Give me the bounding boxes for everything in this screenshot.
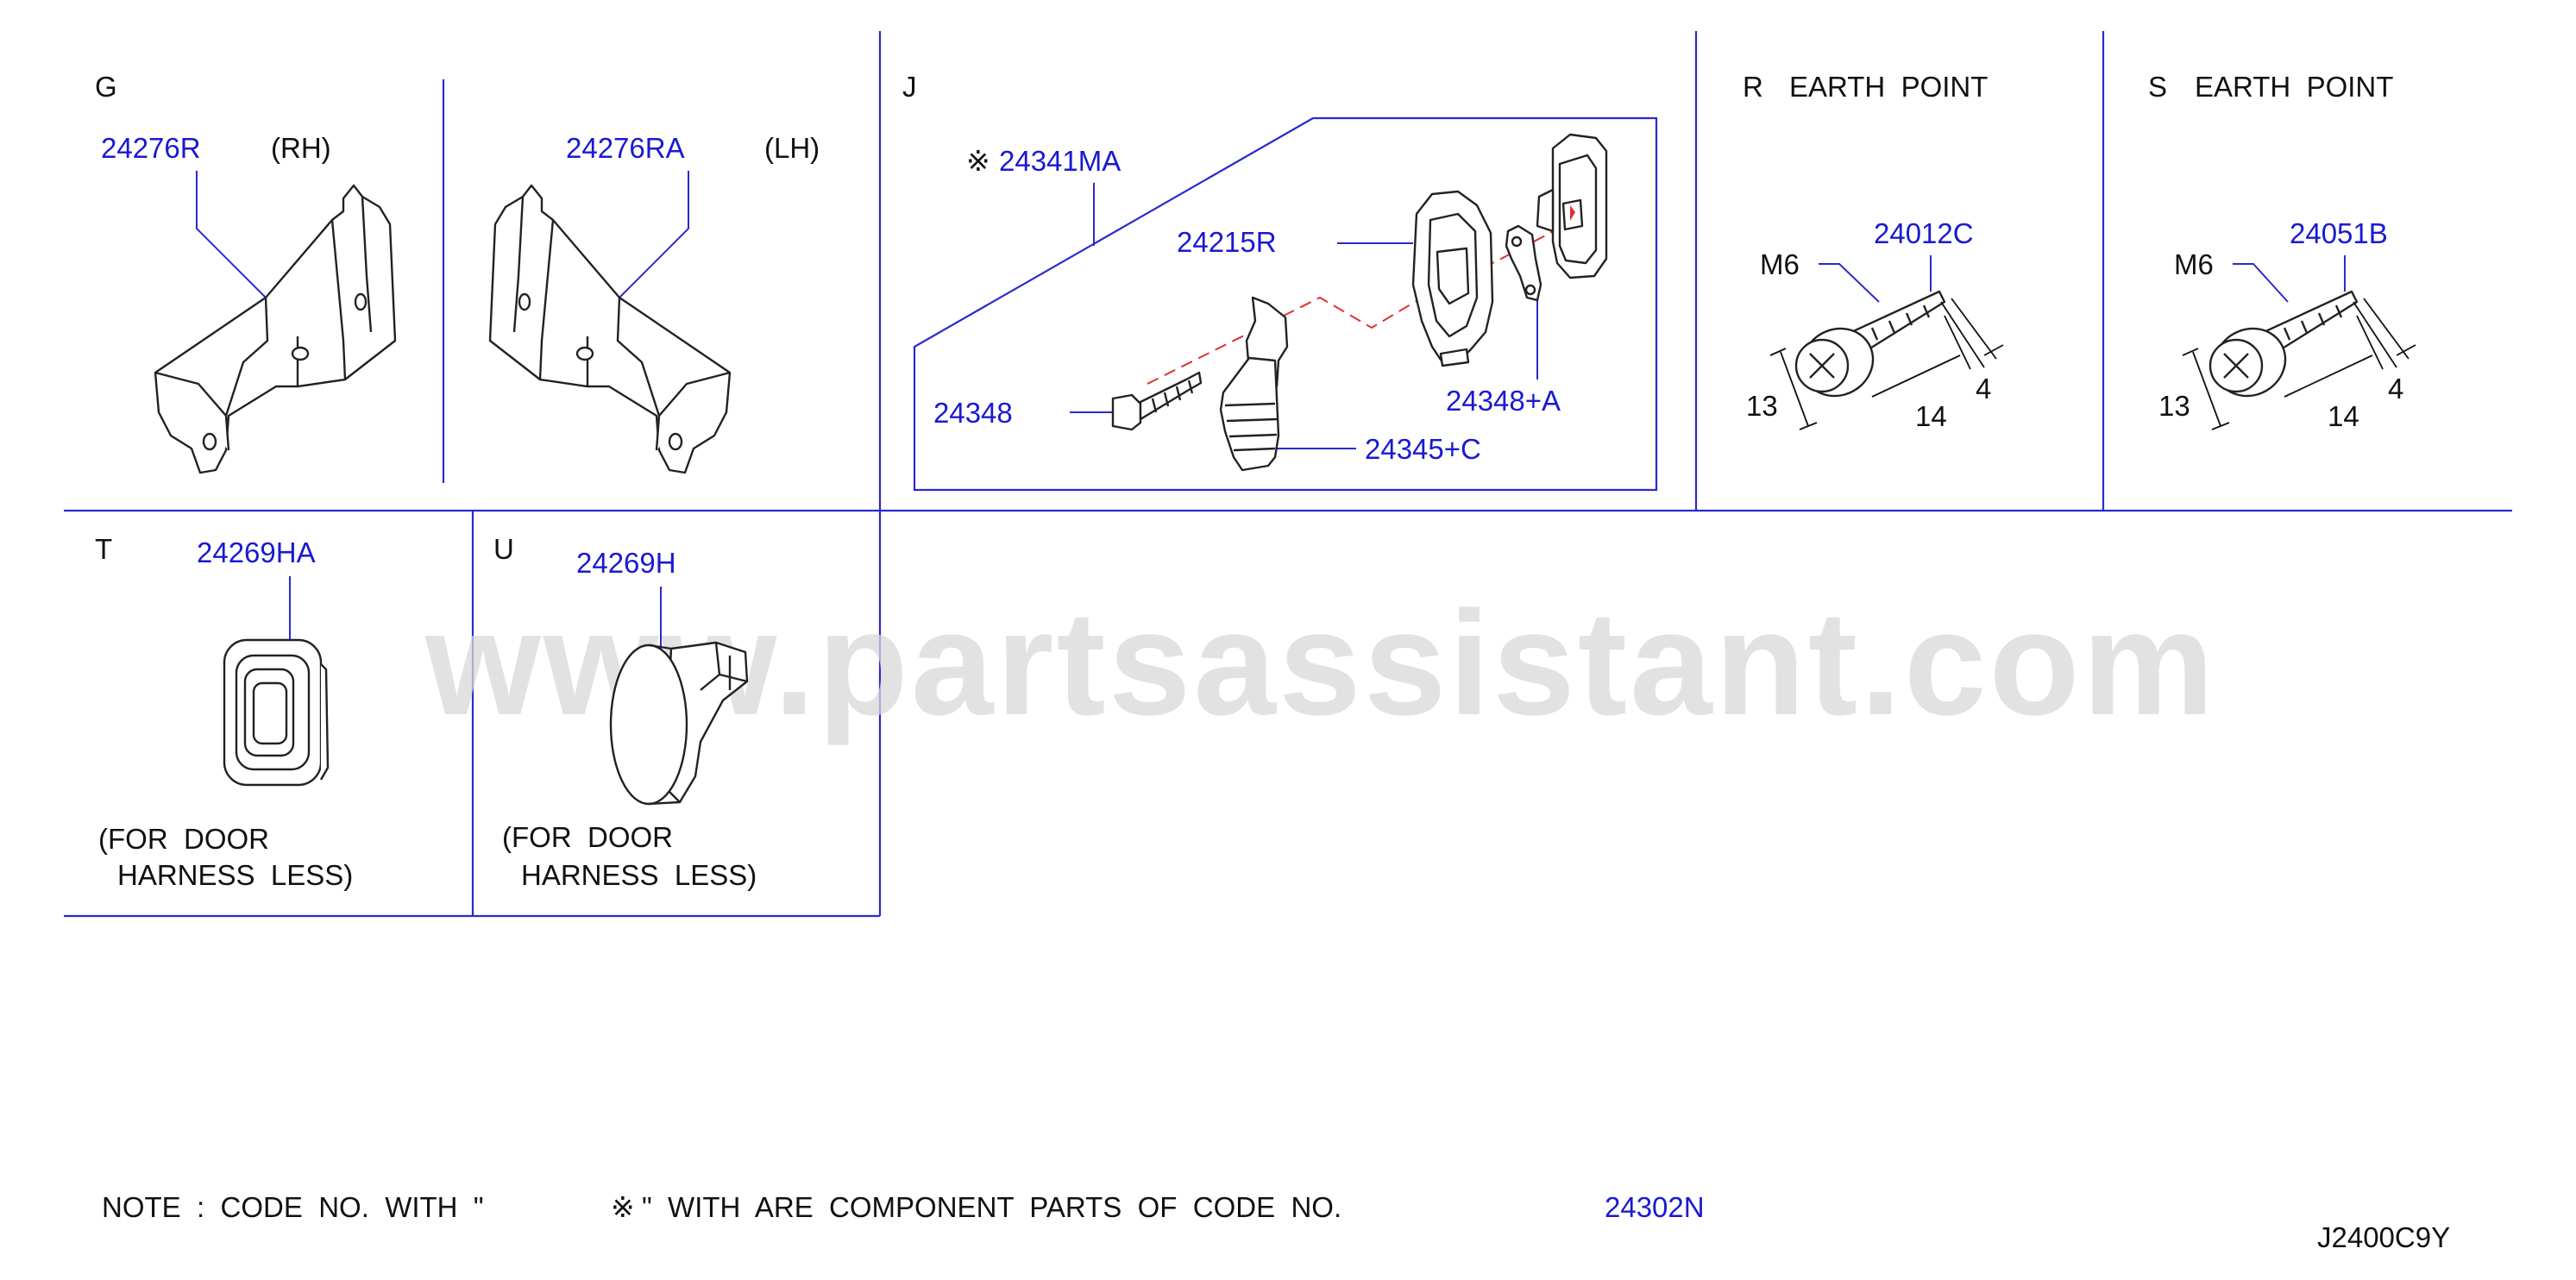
section-t-letter: T	[95, 533, 112, 565]
u-note-line1: (FOR DOOR	[502, 821, 673, 853]
bracket-lh-drawing	[488, 184, 732, 474]
r-dim-length: 14	[1915, 400, 1947, 432]
section-g: G 24276R (RH) 24276RA (LH)	[95, 71, 820, 474]
grommet-t-drawing	[223, 638, 330, 787]
part-link-24051B[interactable]: 24051B	[2290, 217, 2388, 249]
part-link-24348[interactable]: 24348	[933, 397, 1013, 429]
connector-holder-drawing	[1411, 190, 1494, 367]
earth-bolt-r-drawing	[1794, 290, 1946, 398]
footer-note-mark-icon: ※	[611, 1191, 635, 1223]
screw-drawing	[1111, 371, 1203, 431]
section-j-letter: J	[902, 71, 917, 103]
assembly-phantom-line	[1147, 222, 1571, 385]
section-s: S EARTH POINT M6 24051B 13 14 4	[2148, 71, 2416, 432]
s-dim-tip: 4	[2388, 373, 2403, 405]
r-thread-label: M6	[1760, 248, 1800, 280]
leader-24276RA	[619, 171, 689, 298]
part-link-24341MA[interactable]: 24341MA	[999, 145, 1121, 177]
r-dim-tip: 4	[1976, 373, 1991, 405]
part-link-24269HA[interactable]: 24269HA	[197, 536, 316, 568]
s-thread-label: M6	[2174, 248, 2214, 280]
section-u: U 24269H (FOR DOOR HARNESS LESS)	[493, 533, 757, 891]
section-g-letter: G	[95, 71, 117, 103]
rh-side-label: (RH)	[271, 132, 331, 164]
grommet-clip-drawing	[1219, 296, 1289, 472]
t-note-line1: (FOR DOOR	[98, 823, 269, 855]
section-s-letter: S	[2148, 71, 2167, 103]
part-link-24302N[interactable]: 24302N	[1605, 1191, 1705, 1223]
part-link-24348-plus-a[interactable]: 24348+A	[1446, 385, 1561, 417]
section-r-letter: R	[1743, 71, 1763, 103]
section-frame	[64, 31, 2512, 918]
footer-note-text-continued: " WITH ARE COMPONENT PARTS OF CODE NO.	[642, 1191, 1341, 1223]
diagram-id: J2400C9Y	[2317, 1221, 2450, 1253]
r-dim-head: 13	[1746, 390, 1778, 422]
section-t: T 24269HA (FOR DOOR HARNESS LESS)	[95, 533, 353, 891]
grommet-u-drawing	[609, 641, 749, 806]
part-link-24012C[interactable]: 24012C	[1874, 217, 1974, 249]
section-j: J ※ 24341MA 24215R 24348 24348+A 24345+C	[902, 71, 1608, 472]
section-u-letter: U	[493, 533, 514, 565]
s-dim-length: 14	[2328, 400, 2359, 432]
lh-side-label: (LH)	[764, 132, 820, 164]
r-dimensions	[1769, 298, 2004, 430]
s-dimensions	[2182, 298, 2416, 430]
u-note-line2: HARNESS LESS)	[521, 859, 757, 891]
bracket-rh-drawing	[154, 184, 397, 474]
leader-24276R	[196, 171, 267, 298]
r-thread-leader	[1819, 263, 1880, 303]
connector-drawing	[1536, 133, 1608, 279]
part-link-24215R[interactable]: 24215R	[1177, 226, 1277, 258]
part-link-24269H[interactable]: 24269H	[576, 547, 676, 579]
part-link-24276RA[interactable]: 24276RA	[566, 132, 685, 164]
s-thread-leader	[2233, 263, 2289, 303]
footer-note-text: NOTE : CODE NO. WITH "	[102, 1191, 484, 1223]
section-r-title: EARTH POINT	[1789, 71, 1988, 103]
earth-bolt-s-drawing	[2208, 290, 2359, 398]
mounting-plate-drawing	[1505, 224, 1542, 302]
t-note-line2: HARNESS LESS)	[117, 859, 353, 891]
kit-mark-icon: ※	[966, 145, 990, 177]
footer: NOTE : CODE NO. WITH " ※ " WITH ARE COMP…	[102, 1191, 2450, 1253]
section-r: R EARTH POINT M6 24012C 13 14 4	[1743, 71, 2004, 432]
part-link-24345-plus-c[interactable]: 24345+C	[1365, 433, 1481, 465]
section-s-title: EARTH POINT	[2195, 71, 2393, 103]
part-link-24276R[interactable]: 24276R	[101, 132, 201, 164]
s-dim-head: 13	[2158, 390, 2190, 422]
